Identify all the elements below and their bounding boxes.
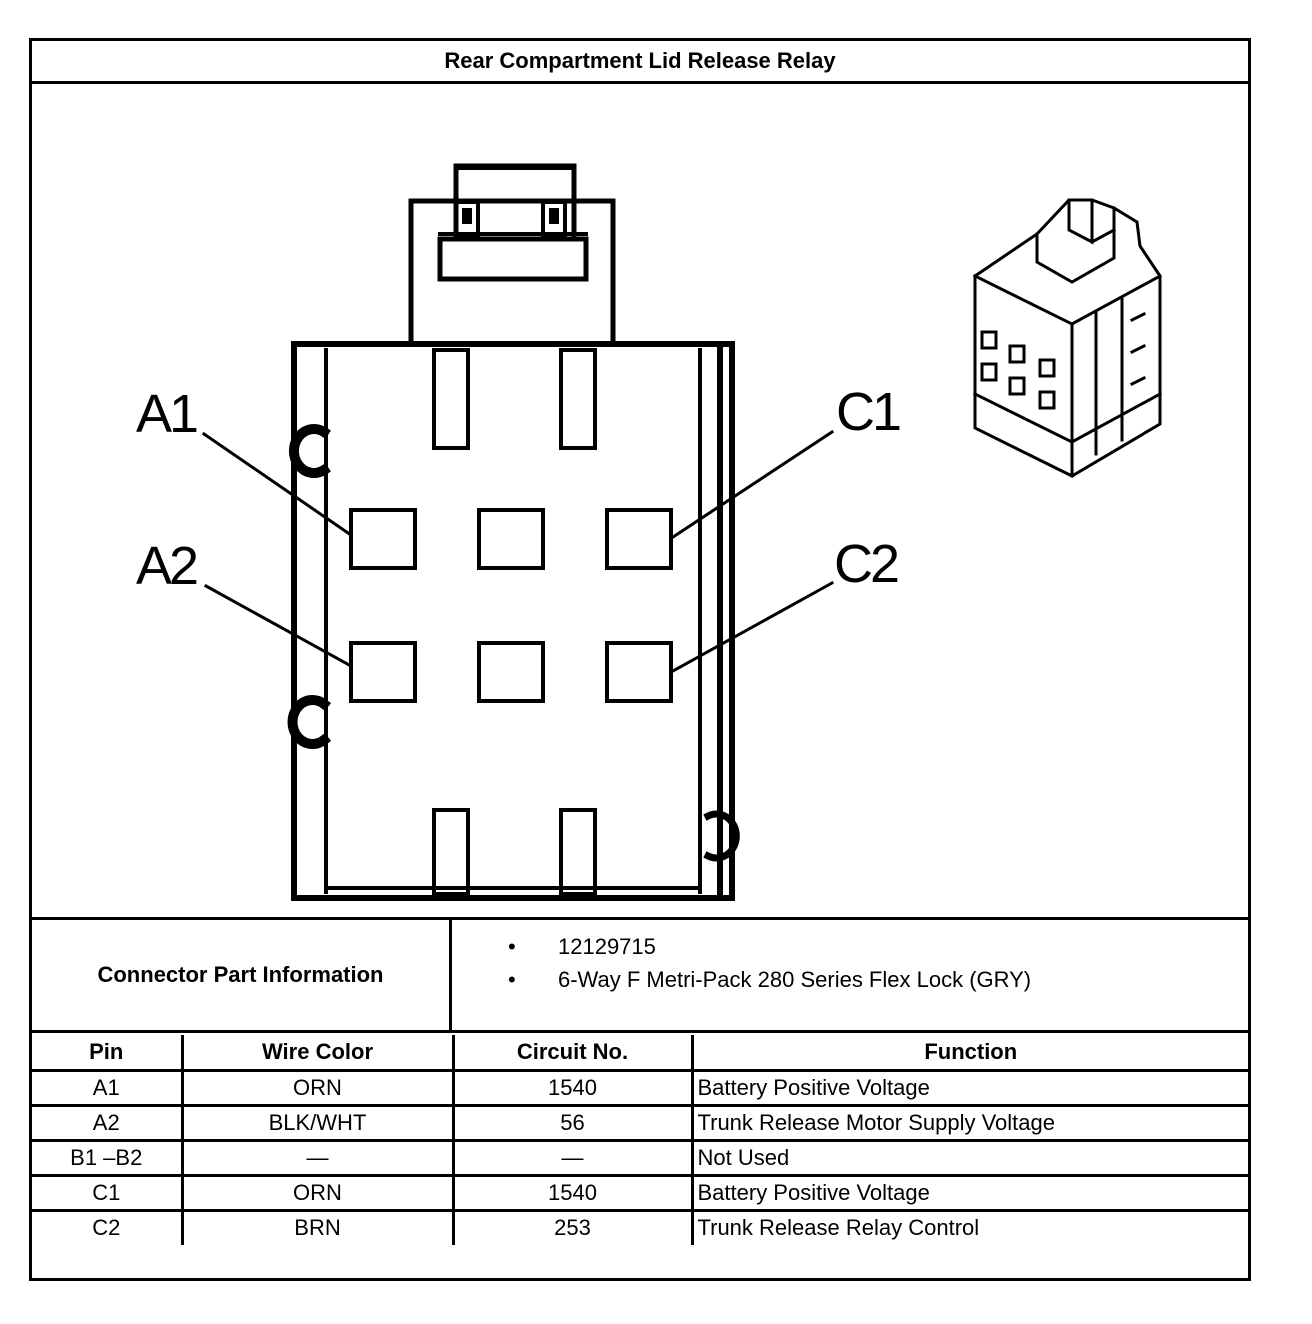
pin-label-c2: C2 xyxy=(834,534,898,594)
connector-face-drawing: A1 A2 C1 C2 xyxy=(136,163,1163,901)
latch-tab xyxy=(408,163,616,345)
leader-lines xyxy=(201,429,835,674)
table-row: C2 BRN 253 Trunk Release Relay Control xyxy=(32,1208,1248,1245)
connector-housing xyxy=(287,341,740,901)
cell-circuit: 1540 xyxy=(451,1068,694,1107)
cell-function: Trunk Release Relay Control xyxy=(690,1208,1248,1245)
cell-function: Battery Positive Voltage xyxy=(690,1173,1248,1212)
sheet-title: Rear Compartment Lid Release Relay xyxy=(32,41,1248,84)
connector-iso-sketch xyxy=(972,198,1163,478)
header-pin: Pin xyxy=(32,1035,184,1072)
pin-label-a1: A1 xyxy=(136,384,197,444)
table-row: C1 ORN 1540 Battery Positive Voltage xyxy=(32,1173,1248,1212)
cell-wire-color: ORN xyxy=(180,1173,455,1212)
header-wire-color: Wire Color xyxy=(180,1035,455,1072)
header-circuit: Circuit No. xyxy=(451,1035,694,1072)
pin-cavities xyxy=(349,508,673,703)
header-function: Function xyxy=(690,1035,1248,1072)
part-number: 12129715 xyxy=(558,934,656,959)
pin-table: Pin Wire Color Circuit No. Function A1 O… xyxy=(32,1035,1248,1245)
cell-circuit: 253 xyxy=(451,1208,694,1245)
cell-pin: B1 –B2 xyxy=(32,1138,184,1177)
connector-sheet: Rear Compartment Lid Release Relay xyxy=(29,38,1251,1281)
cell-pin: A2 xyxy=(32,1103,184,1142)
table-header-row: Pin Wire Color Circuit No. Function xyxy=(32,1035,1248,1072)
bullet-icon: • xyxy=(508,934,516,959)
cell-wire-color: — xyxy=(180,1138,455,1177)
connector-diagram: A1 A2 C1 C2 xyxy=(32,84,1248,917)
cell-pin: C2 xyxy=(32,1208,184,1245)
pin-label-c1: C1 xyxy=(836,382,900,442)
cell-function: Not Used xyxy=(690,1138,1248,1177)
bullet-icon: • xyxy=(508,967,516,992)
cell-wire-color: ORN xyxy=(180,1068,455,1107)
cell-pin: A1 xyxy=(32,1068,184,1107)
cell-function: Battery Positive Voltage xyxy=(690,1068,1248,1107)
cell-function: Trunk Release Motor Supply Voltage xyxy=(690,1103,1248,1142)
table-row: A1 ORN 1540 Battery Positive Voltage xyxy=(32,1068,1248,1107)
connector-part-information-label: Connector Part Information xyxy=(32,920,452,1030)
part-description: 6-Way F Metri-Pack 280 Series Flex Lock … xyxy=(558,967,1032,992)
cell-wire-color: BLK/WHT xyxy=(180,1103,455,1142)
pin-label-a2: A2 xyxy=(136,536,197,596)
connector-part-list: • 12129715 • 6-Way F Metri-Pack 280 Seri… xyxy=(452,920,1248,1030)
table-row: B1 –B2 — — Not Used xyxy=(32,1138,1248,1177)
cell-pin: C1 xyxy=(32,1173,184,1212)
cell-circuit: 1540 xyxy=(451,1173,694,1212)
table-row: A2 BLK/WHT 56 Trunk Release Motor Supply… xyxy=(32,1103,1248,1142)
cell-circuit: — xyxy=(451,1138,694,1177)
cell-circuit: 56 xyxy=(451,1103,694,1142)
connector-part-information: Connector Part Information • 12129715 • … xyxy=(32,917,1248,1033)
cell-wire-color: BRN xyxy=(180,1208,455,1245)
